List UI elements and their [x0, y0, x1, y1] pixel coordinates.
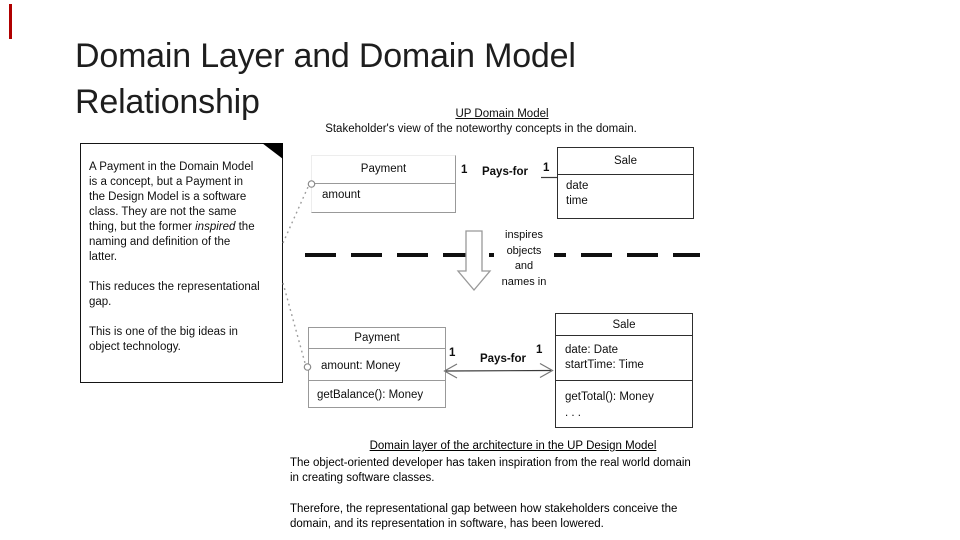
class-name: Sale [556, 314, 692, 336]
note-fold-icon [262, 143, 283, 159]
multiplicity-right: 1 [543, 162, 550, 174]
class-name: Sale [558, 148, 693, 175]
class-attributes: amount: Money [309, 349, 445, 381]
class-name: Payment [309, 328, 445, 349]
footer-paragraph: Therefore, the representational gap betw… [290, 503, 678, 530]
note-text: A Payment in the Domain Model is a conce… [89, 160, 279, 355]
inspires-arrow-label: inspires objects and names in [494, 228, 554, 290]
class-attributes: amount [322, 189, 361, 201]
note-connector-line-bottom [282, 282, 306, 364]
association-arrowhead-right-icon [539, 362, 554, 379]
class-operations: getBalance(): Money [317, 389, 424, 401]
association-label: Pays-for [479, 353, 527, 365]
domain-sale-class: Sale date time [557, 147, 694, 219]
domain-payment-class: Payment amount [311, 155, 456, 213]
multiplicity-right: 1 [536, 344, 543, 356]
multiplicity-left: 1 [461, 164, 468, 176]
note-text-part: the naming and definition of the latter.… [89, 221, 260, 353]
note-connector-line-top [282, 186, 309, 244]
design-model-heading: Domain layer of the architecture in the … [369, 440, 657, 452]
note-italic-word: inspired [195, 221, 236, 233]
note-text-part: A Payment in the Domain Model is a conce… [89, 161, 254, 233]
multiplicity-left: 1 [449, 347, 456, 359]
slide-title: Domain Layer and Domain Model Relationsh… [75, 37, 576, 121]
class-attributes: date: Date startTime: Time [556, 336, 692, 381]
class-operations: getTotal(): Money . . . [565, 391, 654, 419]
association-arrowhead-left-icon [443, 363, 458, 379]
design-sale-class: Sale date: Date startTime: Time getTotal… [555, 313, 693, 428]
class-attributes: date time [566, 180, 589, 207]
design-payment-class: Payment amount: Money getBalance(): Mone… [308, 327, 446, 408]
class-name: Payment [312, 156, 455, 184]
red-accent-bar [9, 4, 12, 39]
inspires-block-arrow-icon [456, 230, 492, 292]
uml-note: A Payment in the Domain Model is a conce… [80, 143, 283, 383]
domain-model-heading: UP Domain Model [455, 108, 549, 120]
footer-paragraph: The object-oriented developer has taken … [290, 457, 691, 484]
association-label: Pays-for [481, 166, 529, 178]
domain-model-subheading: Stakeholder's view of the noteworthy con… [325, 123, 637, 135]
association-line-bottom [445, 369, 552, 372]
